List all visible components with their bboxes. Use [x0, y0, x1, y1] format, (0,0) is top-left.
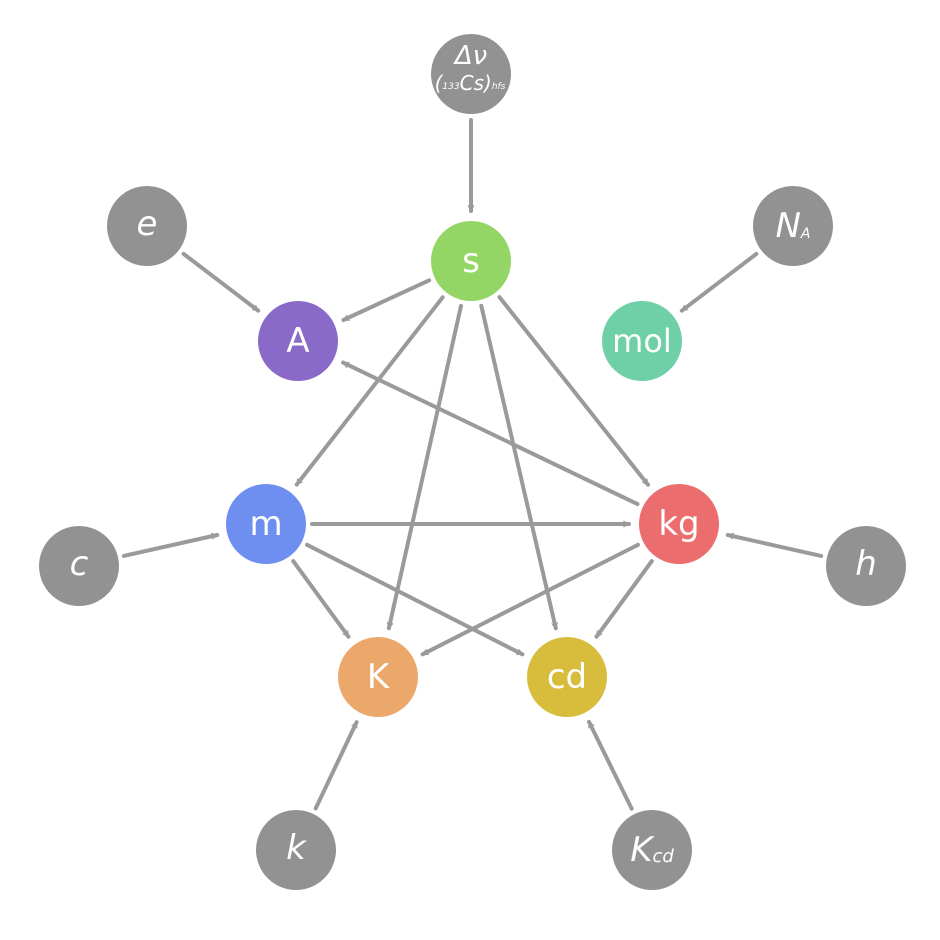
constant-node-c: c: [39, 526, 119, 606]
unit-node-kg-label: kg: [658, 504, 699, 544]
constant-k-label: k: [286, 828, 307, 868]
edge-h-to-kg: [725, 532, 824, 558]
constant-node-k: k: [256, 810, 336, 890]
edge-kg-to-A: [341, 360, 640, 507]
unit-node-m-label: m: [249, 504, 282, 544]
constant-Kcd-symbol: K: [630, 830, 655, 870]
unit-node-mol-label: mol: [612, 322, 672, 360]
constant-delta-nu-symbol: Δν: [453, 41, 487, 71]
unit-node-K-circle: [338, 637, 418, 717]
unit-node-kg-circle: [639, 484, 719, 564]
unit-node-cd-circle: [527, 637, 607, 717]
edge-s-to-K: [386, 303, 463, 631]
edges-layer: [121, 118, 824, 811]
unit-node-kg: kg: [639, 484, 719, 564]
constant-Kcd-subscript: cd: [652, 846, 674, 867]
constant-NA-symbol: N: [775, 206, 800, 246]
unit-node-K: K: [338, 637, 418, 717]
constant-node-e: e: [107, 186, 187, 266]
edge-m-to-cd: [305, 542, 525, 657]
unit-node-m-circle: [226, 484, 306, 564]
unit-node-mol-circle: [602, 301, 682, 381]
constant-node-NA: NA: [753, 186, 833, 266]
constant-node-NA-circle: [753, 186, 833, 266]
constant-delta-nu-close-paren: ): [482, 71, 492, 95]
constant-e-label: e: [137, 204, 158, 244]
edge-kg-to-K: [420, 542, 640, 657]
unit-node-A-label: A: [286, 321, 309, 361]
unit-node-K-label: K: [367, 657, 391, 697]
constant-NA-label: NA: [775, 206, 810, 246]
unit-node-A: A: [258, 301, 338, 381]
edge-e-to-A: [181, 251, 261, 313]
edge-s-to-cd: [479, 303, 558, 631]
constant-delta-nu-isotope: 133: [442, 82, 459, 92]
unit-node-cd-label: cd: [547, 657, 587, 697]
constant-node-e-circle: [107, 186, 187, 266]
constant-node-delta-nu-cs-circle: [431, 34, 511, 114]
unit-node-cd: cd: [527, 637, 607, 717]
constant-node-c-circle: [39, 526, 119, 606]
edge-s-to-kg: [497, 295, 650, 487]
constant-delta-nu-element: Cs: [460, 71, 484, 95]
edge-kg-to-cd: [594, 559, 654, 639]
unit-node-s: s: [431, 221, 511, 301]
constant-h-label: h: [855, 544, 877, 584]
unit-node-mol: mol: [602, 301, 682, 381]
edge-m-to-K: [291, 559, 351, 639]
constant-node-k-circle: [256, 810, 336, 890]
constant-delta-nu-open-paren: (: [435, 71, 444, 95]
constant-c-label: c: [70, 544, 89, 584]
edge-c-to-m: [121, 532, 220, 558]
constant-NA-subscript: A: [800, 226, 811, 242]
edge-Kcd-to-cd: [587, 719, 634, 811]
edge-k-to-K: [313, 720, 359, 811]
constant-node-delta-nu-cs: Δν (133Cs)hfs: [431, 34, 511, 114]
constant-node-Kcd: Kcd: [612, 810, 692, 890]
edge-NA-to-mol: [679, 251, 759, 313]
constant-Kcd-label: Kcd: [630, 830, 674, 870]
edge-s-to-m: [294, 295, 445, 487]
constant-node-Kcd-circle: [612, 810, 692, 890]
unit-node-s-label: s: [462, 241, 480, 281]
edge-s-to-A: [341, 278, 432, 322]
unit-node-s-circle: [431, 221, 511, 301]
constant-delta-nu-subscript: (133Cs)hfs: [435, 71, 506, 95]
unit-node-m: m: [226, 484, 306, 564]
constant-delta-nu-hfs: hfs: [492, 82, 506, 92]
constant-node-h-circle: [826, 526, 906, 606]
unit-node-A-circle: [258, 301, 338, 381]
constant-node-h: h: [826, 526, 906, 606]
